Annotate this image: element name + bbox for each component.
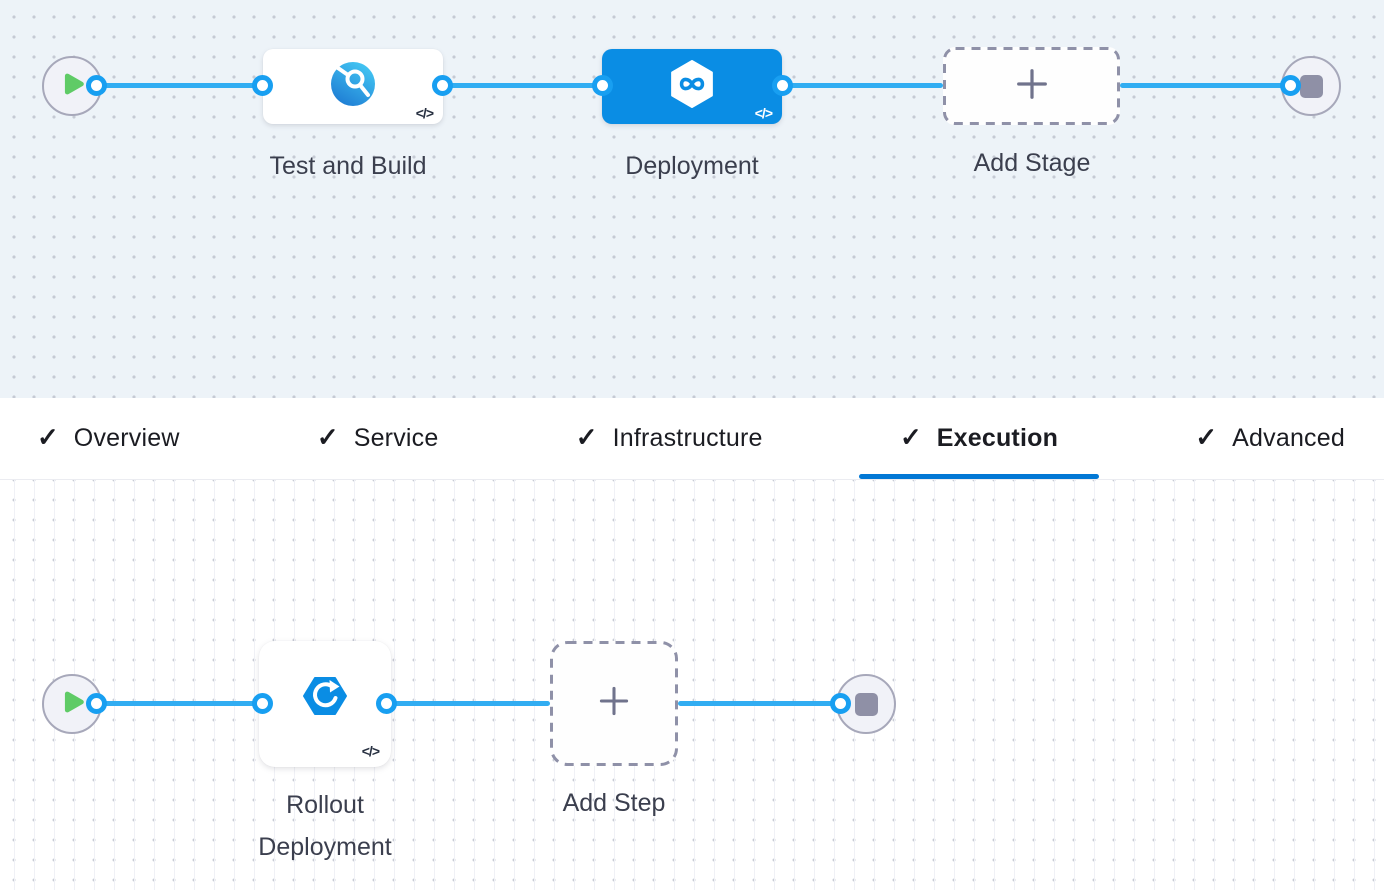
edge-stage1-to-stage2 <box>443 83 602 88</box>
edge-start-to-stage1 <box>97 83 262 88</box>
execution-graph-canvas[interactable] <box>0 480 1384 890</box>
execution-end-node <box>836 674 896 734</box>
connector-dot[interactable] <box>86 693 107 714</box>
connector-dot[interactable] <box>830 693 851 714</box>
edge-step1-to-addstep <box>387 701 550 706</box>
tab-overview[interactable]: ✓ Overview <box>37 422 180 452</box>
edge-addstage-to-end <box>1120 83 1290 88</box>
add-step-button[interactable] <box>550 641 678 766</box>
add-stage-button[interactable] <box>943 47 1120 125</box>
edge-addstep-to-end <box>678 701 840 706</box>
step-label-rollout-deployment[interactable]: Rollout Deployment <box>258 791 392 861</box>
stop-icon <box>854 692 878 716</box>
stage-label-test-and-build[interactable]: Test and Build <box>269 152 427 180</box>
stage-card-test-and-build[interactable]: </> <box>263 49 443 124</box>
rollout-deployment-icon <box>302 673 348 724</box>
edge-start-to-step1 <box>97 701 262 706</box>
stage-label-add-stage[interactable]: Add Stage <box>973 149 1091 177</box>
code-view-icon[interactable]: </> <box>361 743 380 759</box>
stage-card-deployment[interactable]: </> <box>602 49 782 124</box>
code-view-icon[interactable]: </> <box>415 105 434 121</box>
check-icon: ✓ <box>1195 422 1218 452</box>
stage-label-deployment[interactable]: Deployment <box>625 152 759 180</box>
stop-icon <box>1299 74 1323 98</box>
tab-advanced[interactable]: ✓ Advanced <box>1195 422 1345 452</box>
edge-stage2-to-addstage <box>782 83 943 88</box>
connector-dot[interactable] <box>772 75 793 96</box>
check-icon: ✓ <box>575 422 598 452</box>
connector-dot[interactable] <box>592 75 613 96</box>
code-view-icon[interactable]: </> <box>754 105 773 121</box>
step-label-add-step[interactable]: Add Step <box>562 789 666 817</box>
tab-infrastructure[interactable]: ✓ Infrastructure <box>575 422 763 452</box>
play-icon <box>55 685 89 724</box>
play-icon <box>55 67 89 106</box>
tab-service[interactable]: ✓ Service <box>316 422 439 452</box>
connector-dot[interactable] <box>252 693 273 714</box>
check-icon: ✓ <box>37 422 59 452</box>
plus-icon <box>1013 65 1051 108</box>
check-icon: ✓ <box>899 422 922 452</box>
check-icon: ✓ <box>316 422 339 452</box>
stage-config-tabbar: ✓ Overview ✓ Service ✓ Infrastructure ✓ … <box>0 398 1384 480</box>
connector-dot[interactable] <box>86 75 107 96</box>
step-card-rollout-deployment[interactable]: </> <box>259 641 391 767</box>
connector-dot[interactable] <box>1280 75 1301 96</box>
connector-dot[interactable] <box>252 75 273 96</box>
tab-execution[interactable]: ✓ Execution <box>900 398 1058 479</box>
cd-deploy-icon <box>668 60 716 113</box>
ci-build-icon <box>329 60 377 113</box>
connector-dot[interactable] <box>432 75 453 96</box>
plus-icon <box>596 683 632 724</box>
connector-dot[interactable] <box>376 693 397 714</box>
